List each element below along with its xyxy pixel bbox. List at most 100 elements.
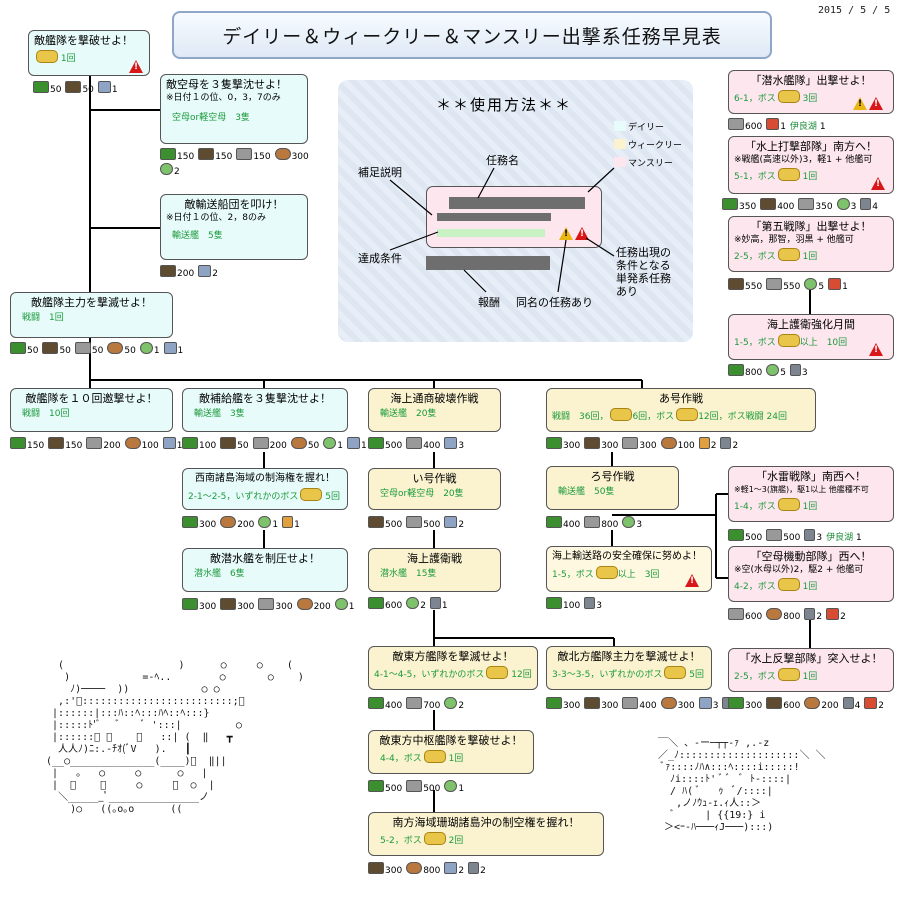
- reward-value: 800: [423, 866, 441, 876]
- quest-box-q17[interactable]: 敵東方中枢艦隊を撃破せよ！ 4-4，ボス 1回: [368, 730, 534, 774]
- resource-icon: [107, 342, 124, 354]
- reward-value: 150: [65, 441, 83, 451]
- resource-icon: [766, 278, 783, 290]
- reward-value: 2: [816, 612, 823, 622]
- reward-value: ウィークリー: [628, 141, 683, 151]
- resource-icon: [444, 697, 458, 709]
- quest-box-m2[interactable]: 「水上打撃部隊」南方へ！ ※戦艦(高速以外)3，軽1 + 他艦可 5-1，ボス …: [728, 136, 894, 194]
- quest-box-q14[interactable]: 海上輸送路の安全確保に努めよ！ 1-5，ボス以上 3回: [546, 546, 712, 592]
- reward-value: 2-5，ボス: [734, 672, 776, 682]
- quest-box-q15[interactable]: 敵東方艦隊を撃滅せよ！ 4-1～4-5，いずれかのボス 12回: [368, 646, 538, 690]
- quest-box-q18[interactable]: 南方海域珊瑚諸島沖の制空権を握れ！ 5-2，ボス 2回: [368, 812, 604, 856]
- resource-icon: [429, 597, 441, 609]
- quest-box-m3[interactable]: 「第五戦隊」出撃せよ！ ※妙高，那智，羽黒 + 他艦可 2-5，ボス 1回: [728, 216, 894, 272]
- reward-value: 800: [783, 612, 801, 622]
- quest-box-q4[interactable]: 敵艦隊主力を撃滅せよ！ 戦闘 1回: [10, 292, 173, 338]
- warning-icon: [559, 227, 573, 240]
- resource-icon: [864, 697, 878, 709]
- resource-icon: [406, 862, 423, 874]
- reward-value: 300: [745, 701, 763, 711]
- warning-icon: [853, 97, 867, 110]
- reward-value: 6-1，ボス: [734, 94, 776, 104]
- quest-box-m5[interactable]: 「水雷戦隊」南西へ！ ※軽1～3(旗艦)，駆1以上 他艦種不可 1-4，ボス 1…: [728, 466, 894, 522]
- instant-construction-icon: [698, 437, 710, 449]
- resource-icon: [347, 437, 361, 449]
- howto-pointer-lines: [389, 167, 615, 293]
- quest-box-q2[interactable]: 敵空母を３隻撃沈せよ！ ※日付１の位、0，3，7のみ 空母or軽空母 3隻: [160, 74, 308, 144]
- reward-value: 2回: [448, 836, 464, 846]
- resource-icon: [258, 516, 272, 528]
- reward-value: 戦闘 36回，: [552, 412, 609, 422]
- reward-value: 2: [480, 866, 486, 876]
- reward-value: 2-5，ボス: [734, 252, 776, 262]
- quest-box-q1[interactable]: 敵艦隊を撃破せよ！ 1回: [28, 30, 150, 76]
- reward-value: 50: [27, 346, 39, 356]
- reward-value: 以上 10回: [799, 338, 848, 348]
- quest-box-m1[interactable]: 「潜水艦隊」出撃せよ！ 6-1，ボス 3回: [728, 70, 894, 114]
- quest-box-q16[interactable]: 敵北方艦隊主力を撃滅せよ！ 3-3～3-5，いずれかのボス 5回: [546, 646, 712, 690]
- quest-box-q5[interactable]: 敵艦隊を１０回邀撃せよ！ 戦闘 10回: [10, 388, 173, 432]
- resource-icon: [622, 516, 636, 528]
- resource-icon: [444, 862, 458, 874]
- quest-box-q10[interactable]: い号作戦 空母or軽空母 20隻: [368, 468, 501, 510]
- reward-value: 50: [50, 85, 62, 95]
- quest-box-m7[interactable]: 「水上反撃部隊」突入せよ！ 2-5，ボス 1回: [728, 648, 894, 692]
- resource-icon: [182, 516, 198, 528]
- quest-box-q8[interactable]: 敵潜水艦を制圧せよ！ 潜水艦 6隻: [182, 548, 348, 592]
- reward-value: 2: [458, 701, 465, 711]
- label-condition: 達成条件: [358, 252, 402, 265]
- resource-icon: [334, 598, 348, 610]
- ascii-art-left: ( ) ○ ○ ( ) =-ﾍ.. ○ ○ ) ﾉ)──── )) ○ ○ ,:…: [46, 660, 304, 815]
- quest-box-m4[interactable]: 海上護衛強化月間 1-5，ボス以上 10回: [728, 314, 894, 360]
- boss-badge-icon: [610, 408, 633, 421]
- quest-box-m6[interactable]: 「空母機動部隊」西へ！ ※空(水母以外)2，駆2 + 他艦可 4-2，ボス 1回: [728, 546, 894, 602]
- boss-badge-icon: [36, 50, 58, 63]
- quest-condition: 輸送艦 50隻: [558, 487, 615, 497]
- repair-bucket-icon: [160, 163, 173, 175]
- quest-box-q11[interactable]: 海上護衛戦 潜水艦 15隻: [368, 548, 501, 592]
- legend-daily: デイリー: [614, 120, 664, 133]
- resource-icon: [42, 342, 59, 354]
- reward-value: 4-2，ボス: [734, 582, 776, 592]
- quest-title: 西南諸島海域の制海権を握れ！: [195, 473, 335, 484]
- resource-icon: [220, 437, 237, 449]
- reward-value: 600: [783, 701, 801, 711]
- resource-icon: [162, 437, 176, 449]
- resource-icon: [124, 437, 141, 449]
- quest-box-q13[interactable]: ろ号作戦 輸送艦 50隻: [546, 466, 679, 510]
- ammo-icon: [65, 81, 82, 93]
- quest-box-q3[interactable]: 敵輸送船団を叩け！ ※日付１の位、2，8のみ 輸送艦 5隻: [160, 194, 308, 260]
- reward-value: 1: [441, 601, 448, 611]
- reward-value: 500: [745, 533, 763, 543]
- warning-icon: [869, 343, 883, 356]
- resource-icon: [86, 437, 103, 449]
- reward-value: 100: [141, 441, 159, 451]
- resource-icon: [728, 529, 744, 541]
- quest-box-q6[interactable]: 敵補給艦を３隻撃沈せよ！ 輸送艦 3隻: [182, 388, 348, 432]
- quest-box-q7[interactable]: 西南諸島海域の制海権を握れ！ 2-1～2-5，いずれかのボス 5回: [182, 468, 348, 510]
- howto-title: ＊＊使用方法＊＊: [436, 96, 573, 114]
- reward-value: 300: [677, 701, 695, 711]
- fuel-drum-icon: [160, 148, 176, 160]
- reward-value: 1: [842, 282, 848, 292]
- reward-value: 150: [253, 152, 271, 162]
- quest-box-q9[interactable]: 海上通商破壊作戦 輸送艦 20隻: [368, 388, 501, 432]
- reward-value: 2: [212, 269, 218, 279]
- resource-icon: [728, 278, 744, 290]
- resource-icon: [584, 597, 596, 609]
- reward-value: 1-4，ボス: [734, 502, 776, 512]
- quest-title: 海上護衛強化月間: [767, 318, 855, 331]
- resource-icon: [828, 278, 842, 290]
- quest-title: 「水雷戦隊」南西へ！: [756, 470, 866, 483]
- reward-value: 2: [840, 612, 846, 622]
- boss-badge-icon: [676, 408, 699, 421]
- reward-value: 1: [348, 602, 355, 612]
